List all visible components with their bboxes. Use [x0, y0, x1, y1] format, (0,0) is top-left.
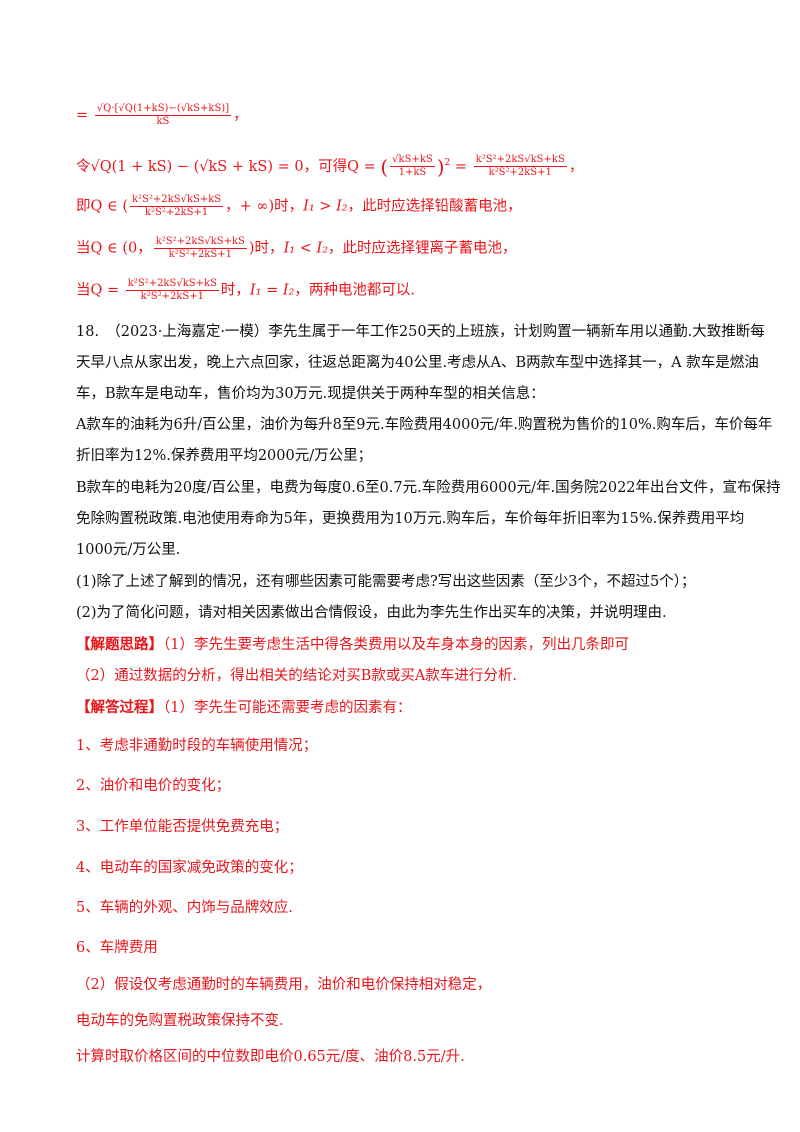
process-text: （1）李先生可能还需要考虑的因素有：	[163, 700, 412, 716]
math-line-2: 令√Q(1 + kS) − (√kS + kS) = 0，可得Q = ( √kS…	[76, 154, 584, 179]
math-text: ，	[233, 107, 248, 124]
math-text: ，+ ∞)时，	[225, 198, 304, 215]
factor-item: 1、考虑非通勤时段的车辆使用情况；	[76, 738, 318, 754]
question-para-2: 天早八点从家出发，晚上六点回家，往返总距离为40公里.考虑从A、B两款车型中选择…	[76, 355, 759, 371]
math-text: ，	[568, 158, 584, 175]
question-para-3: 车，B款车是电动车，售价均为30万元.现提供关于两种车型的相关信息：	[76, 386, 545, 402]
fraction-numerator: k²S²+2kS√kS+kS	[473, 154, 567, 168]
question-para-6: B款车的电耗为20度/百公里，电费为每度0.6至0.7元.车险费用6000元/年…	[76, 480, 781, 496]
math-text: ，此时应选择铅酸蓄电池，	[347, 198, 522, 215]
factor-item: 6、车牌费用	[76, 940, 158, 956]
math-text: ，两种电池都可以.	[294, 282, 415, 299]
question-para-7: 免除购置税政策.电池使用寿命为5年，更换费用为10万元.购车后，车价每年折旧率为…	[76, 511, 745, 527]
fraction-denominator: 1+kS	[398, 167, 427, 179]
math-text: 当Q =	[76, 282, 124, 299]
math-text: 时，	[220, 282, 250, 299]
fraction-denominator: k²S²+2kS+1	[140, 291, 204, 302]
process-line-1: 【解答过程】（1）李先生可能还需要考虑的因素有：	[76, 698, 728, 718]
math-text: ，此时应选择锂离子蓄电池，	[328, 240, 517, 257]
thinking-text: （1）李先生要考虑生活中得各类费用以及车身本身的因素，列出几条即可	[163, 637, 629, 653]
question-para-5: 折旧率为12%.保养费用平均2000元/万公里；	[76, 448, 373, 464]
math-text: =	[76, 107, 89, 124]
math-text: 当Q ∈ (0，	[76, 240, 152, 257]
fraction-denominator: k²S²+2kS+1	[168, 249, 232, 260]
fraction-numerator: k²S²+2kS√kS+kS	[125, 278, 219, 291]
thinking-label: 【解题思路】	[76, 636, 163, 653]
question-para-1: 18. （2023·上海嘉定·一模）李先生属于一年工作250天的上班族，计划购置…	[76, 324, 765, 340]
question-para-8: 1000元/万公里.	[76, 542, 181, 558]
fraction: √kS+kS 1+kS	[390, 154, 435, 179]
question-para-4: A款车的油耗为6升/百公里，油价为每升8至9元.车险费用4000元/年.购置税为…	[76, 417, 773, 433]
fraction: k²S²+2kS√kS+kS k²S²+2kS+1	[473, 154, 567, 179]
math-condition: I₁ > I₂	[303, 198, 348, 215]
factor-item: 2、油价和电价的变化；	[76, 778, 231, 794]
part2-line-1: （2）假设仅考虑通勤时的车辆费用，油价和电价保持相对稳定，	[76, 977, 492, 993]
fraction-numerator: k²S²+2kS√kS+kS	[130, 194, 224, 207]
fraction-numerator: k²S²+2kS√kS+kS	[153, 236, 247, 249]
fraction-numerator: √kS+kS	[390, 154, 435, 168]
process-label: 【解答过程】	[76, 699, 163, 716]
fraction-denominator: kS	[156, 116, 170, 127]
fraction: k²S²+2kS√kS+kS k²S²+2kS+1	[130, 194, 224, 219]
math-line-1: = √Q·[√Q(1+kS)−(√kS+kS)] kS ，	[76, 103, 728, 128]
math-condition: I₁ < I₂	[283, 240, 329, 257]
fraction-numerator: √Q·[√Q(1+kS)−(√kS+kS)]	[94, 103, 232, 116]
math-line-5: 当Q = k²S²+2kS√kS+kS k²S²+2kS+1 时，I₁ = I₂…	[76, 278, 728, 303]
factor-item: 5、车辆的外观、内饰与品牌效应.	[76, 900, 293, 916]
factor-item: 3、工作单位能否提供免费充电；	[76, 819, 289, 835]
factor-item: 4、电动车的国家减免政策的变化；	[76, 860, 303, 876]
exponent: 2	[444, 158, 451, 168]
thinking-line-1: 【解题思路】（1）李先生要考虑生活中得各类费用以及车身本身的因素，列出几条即可	[76, 635, 728, 655]
part2-line-3: 计算时取价格区间的中位数即电价0.65元/度、油价8.5元/升.	[76, 1049, 465, 1065]
part2-line-2: 电动车的免购置税政策保持不变.	[76, 1013, 284, 1029]
thinking-line-2: （2）通过数据的分析，得出相关的结论对买B款或买A款车进行分析.	[76, 668, 517, 684]
math-text: 令√Q(1 + kS) − (√kS + kS) = 0，可得Q =	[76, 158, 381, 175]
fraction-denominator: k²S²+2kS+1	[144, 207, 209, 218]
fraction: k²S²+2kS√kS+kS k²S²+2kS+1	[125, 278, 219, 303]
fraction: √Q·[√Q(1+kS)−(√kS+kS)] kS	[94, 103, 232, 128]
math-text: =	[450, 158, 472, 175]
math-line-4: 当Q ∈ (0， k²S²+2kS√kS+kS k²S²+2kS+1 )时，I₁…	[76, 236, 728, 261]
math-condition: I₁ = I₂	[249, 282, 295, 299]
sub-question-1: (1)除了上述了解到的情况，还有哪些因素可能需要考虑?写出这些因素（至少3个，不…	[76, 574, 696, 590]
math-line-3: 即Q ∈ ( k²S²+2kS√kS+kS k²S²+2kS+1 ，+ ∞)时，…	[76, 194, 728, 219]
fraction: k²S²+2kS√kS+kS k²S²+2kS+1	[153, 236, 247, 261]
math-text: 即Q ∈ (	[76, 198, 128, 215]
sub-question-2: (2)为了简化问题，请对相关因素做出合情假设，由此为李先生作出买车的决策，并说明…	[76, 605, 667, 621]
math-text: )时，	[248, 240, 284, 257]
fraction-denominator: k²S²+2kS+1	[488, 167, 552, 179]
